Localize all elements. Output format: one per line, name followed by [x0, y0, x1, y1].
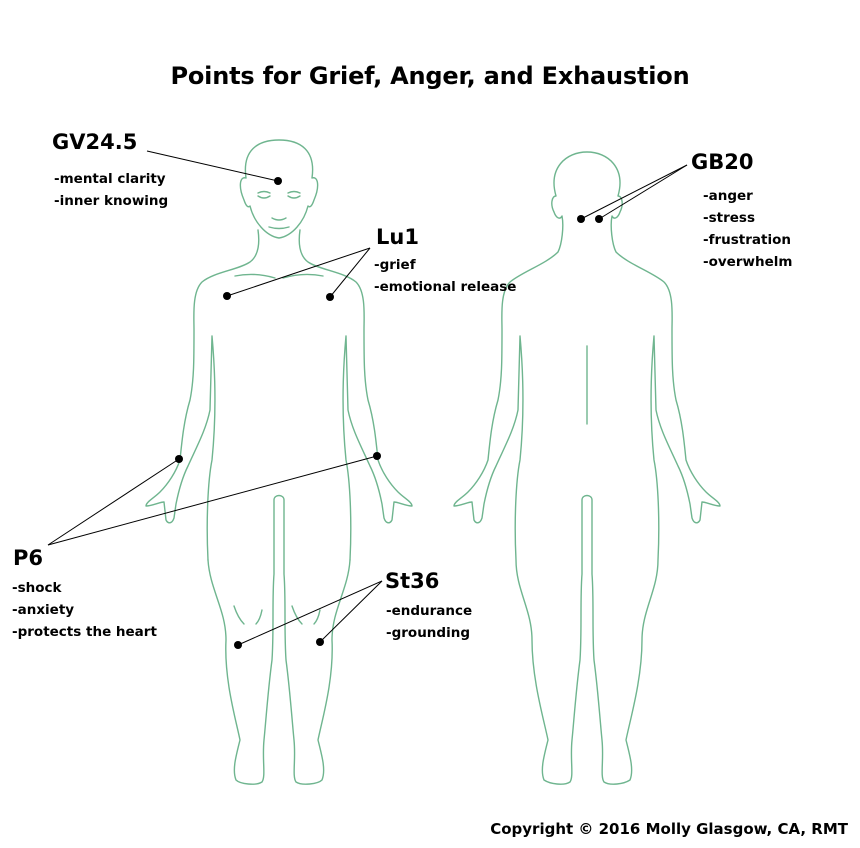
point-lu1-right-marker: [326, 293, 334, 301]
benefit-item: -anger: [703, 188, 753, 204]
front-body-outline: [145, 139, 413, 785]
point-gb20-right-marker: [595, 215, 603, 223]
benefit-item: -inner knowing: [54, 193, 169, 209]
point-p6-right-marker: [373, 452, 381, 460]
benefit-item: -emotional release: [374, 279, 517, 295]
leader-lines: [47, 150, 688, 646]
point-label-p6: P6: [13, 546, 44, 570]
point-st36-right-marker: [316, 638, 324, 646]
benefit-item: -overwhelm: [703, 254, 793, 270]
point-st36-left-marker: [234, 641, 242, 649]
point-markers: [175, 177, 603, 649]
point-label-st36: St36: [385, 569, 440, 593]
benefit-item: -stress: [703, 210, 755, 226]
benefit-item: -protects the heart: [12, 624, 157, 640]
benefit-item: -anxiety: [12, 602, 75, 618]
page-title: Points for Grief, Anger, and Exhaustion: [170, 62, 690, 90]
point-label-gb20: GB20: [691, 150, 754, 174]
point-benefits-st36: -endurance -grounding: [386, 600, 472, 644]
point-gv24-5-marker: [274, 177, 282, 185]
benefit-item: -shock: [12, 580, 62, 596]
benefit-item: -endurance: [386, 603, 473, 619]
point-lu1-left-marker: [223, 292, 231, 300]
point-label-gv24-5: GV24.5: [52, 130, 138, 154]
point-label-lu1: Lu1: [376, 225, 419, 249]
point-benefits-gv24-5: -mental clarity -inner knowing: [54, 168, 168, 212]
point-gb20-left-marker: [577, 215, 585, 223]
benefit-item: -grounding: [386, 625, 470, 641]
benefit-item: -frustration: [703, 232, 791, 248]
point-benefits-lu1: -grief -emotional release: [374, 254, 516, 298]
back-body-outline: [453, 151, 721, 785]
benefit-item: -mental clarity: [54, 171, 166, 187]
point-benefits-p6: -shock -anxiety -protects the heart: [12, 577, 157, 643]
copyright-notice: Copyright © 2016 Molly Glasgow, CA, RMT: [490, 820, 848, 838]
point-p6-left-marker: [175, 455, 183, 463]
benefit-item: -grief: [374, 257, 416, 273]
point-benefits-gb20: -anger -stress -frustration -overwhelm: [703, 185, 792, 273]
